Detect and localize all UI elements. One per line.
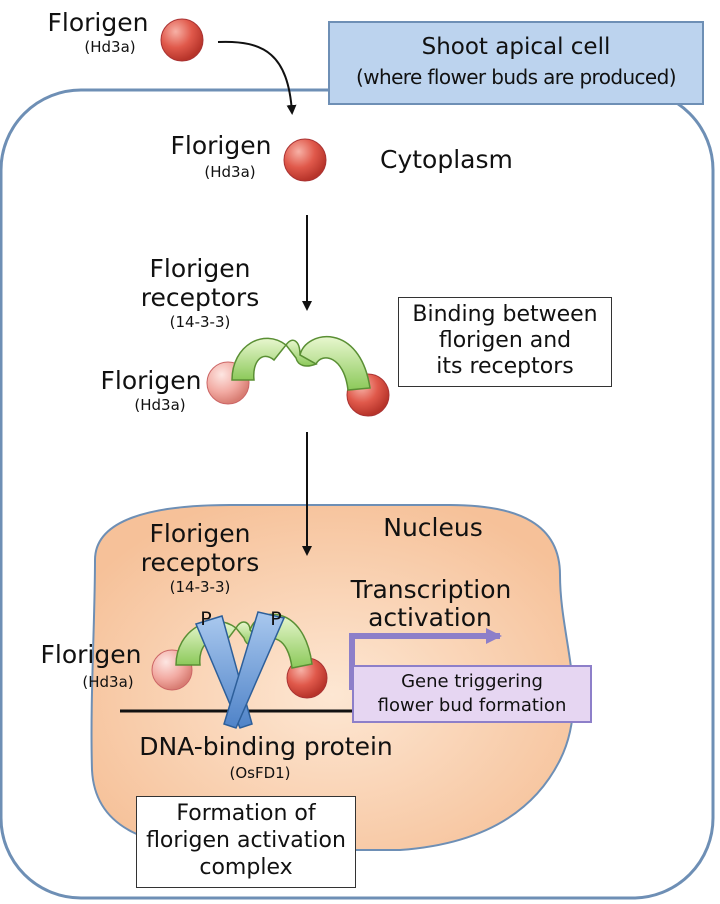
- receptors-nucleus-line1: Florigen: [149, 519, 251, 548]
- florigen-cytoplasm-code: (Hd3a): [204, 163, 256, 181]
- phospho-left: P: [200, 608, 212, 630]
- binding-line2: florigen and: [438, 328, 572, 353]
- receptors-cytoplasm-line1: Florigen: [149, 254, 251, 283]
- complex-line3: complex: [199, 855, 293, 880]
- florigen-nucleus-name: Florigen: [40, 640, 142, 669]
- dna-protein-name: DNA-binding protein: [139, 732, 393, 761]
- receptor-complex-cytoplasm: [206, 336, 390, 417]
- florigen-bound-code: (Hd3a): [134, 396, 186, 414]
- florigen-ball-outside: [160, 18, 204, 62]
- gene-box: Gene triggering flower bud formation: [352, 665, 592, 723]
- shoot-apical-cell-box: Shoot apical cell (where flower buds are…: [328, 21, 704, 105]
- receptors-nucleus-code: (14-3-3): [169, 578, 231, 596]
- cytoplasm-label: Cytoplasm: [380, 145, 513, 174]
- florigen-bound-name: Florigen: [100, 366, 202, 395]
- nucleus-label: Nucleus: [383, 513, 483, 542]
- dna-protein-code: (OsFD1): [229, 764, 291, 782]
- shoot-cell-subtitle: (where flower buds are produced): [356, 65, 677, 89]
- binding-line3: its receptors: [436, 354, 574, 379]
- shoot-cell-title: Shoot apical cell: [421, 34, 611, 60]
- complex-line2: florigen activation: [146, 828, 346, 853]
- gene-line1: Gene triggering: [401, 671, 543, 692]
- florigen-outside-name: Florigen: [47, 8, 149, 37]
- complex-line1: Formation of: [176, 801, 316, 826]
- receptors-nucleus-line2: receptors: [140, 548, 260, 577]
- transcription-line1: Transcription: [350, 575, 512, 604]
- gene-line2: flower bud formation: [377, 695, 567, 716]
- complex-box: Formation of florigen activation complex: [136, 796, 356, 888]
- nucleus: [90, 504, 575, 851]
- entry-arrow: [217, 40, 297, 115]
- dna-binding-protein-shape: [194, 611, 286, 729]
- receptors-cytoplasm-line2: receptors: [140, 283, 260, 312]
- phospho-right: P: [270, 608, 282, 630]
- binding-line1: Binding between: [412, 302, 598, 327]
- binding-box: Binding between florigen and its recepto…: [398, 297, 612, 387]
- florigen-nucleus-code: (Hd3a): [82, 673, 134, 691]
- receptors-cytoplasm-code: (14-3-3): [169, 313, 231, 331]
- transcription-line2: activation: [368, 603, 492, 632]
- florigen-cytoplasm-name: Florigen: [170, 131, 272, 160]
- florigen-ball-cytoplasm: [283, 138, 327, 182]
- florigen-outside-code: (Hd3a): [84, 38, 136, 56]
